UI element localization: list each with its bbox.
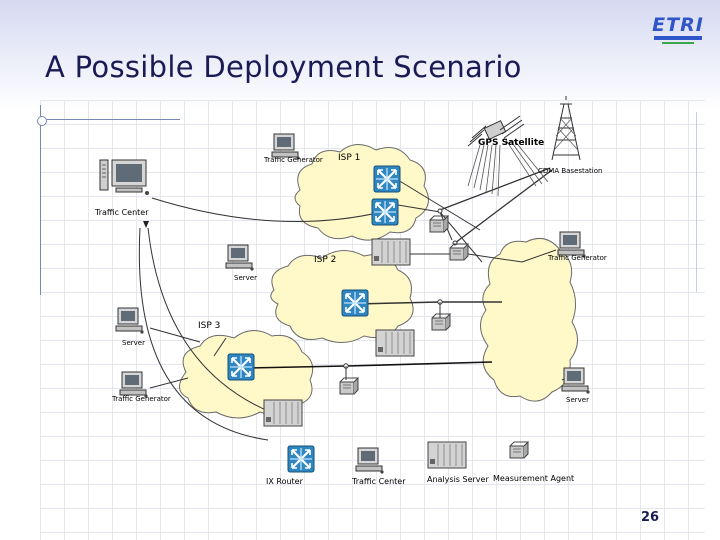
analysis-server-legend-icon bbox=[427, 441, 467, 469]
label-server-left: Server bbox=[122, 339, 145, 347]
analysis-server-isp3b-icon bbox=[263, 399, 303, 427]
gps-satellite-icon bbox=[467, 115, 525, 147]
agent-isp1-b-icon bbox=[449, 243, 469, 261]
label-isp3: ISP 3 bbox=[198, 321, 221, 331]
page-number: 26 bbox=[641, 510, 660, 525]
link-tc-isp1 bbox=[151, 197, 391, 222]
traffic-center-legend-icon bbox=[355, 447, 385, 475]
cdma-tower-icon bbox=[551, 96, 581, 161]
legend-ix-router: IX Router bbox=[266, 477, 303, 486]
label-traffic-center: Traffic Center bbox=[95, 208, 149, 217]
router-isp1-a-icon bbox=[372, 164, 402, 194]
router-isp1-b-icon bbox=[370, 197, 400, 227]
label-isp1: ISP 1 bbox=[338, 153, 361, 163]
label-server-mid: Server bbox=[234, 274, 257, 282]
label-cdma-basestation: CDMA Basestation bbox=[538, 167, 603, 175]
label-traffic-generator-top: Traffic Generator bbox=[264, 156, 323, 164]
label-gps-satellite: GPS Satellite bbox=[478, 138, 545, 148]
server-left-icon bbox=[115, 307, 145, 335]
decor-vertical-line bbox=[40, 105, 41, 295]
etri-logo: ETRI bbox=[650, 14, 706, 44]
traffic-center-icon bbox=[99, 159, 150, 196]
etri-logo-text: ETRI bbox=[652, 14, 704, 36]
analysis-server-isp3-icon bbox=[375, 329, 415, 357]
slide-title: A Possible Deployment Scenario bbox=[45, 50, 522, 84]
logo-bar bbox=[654, 36, 702, 40]
decor-right-line bbox=[696, 112, 697, 292]
decor-horizontal-line bbox=[40, 119, 180, 120]
decor-circle bbox=[37, 116, 47, 126]
agent-isp1-a-icon bbox=[429, 215, 449, 233]
label-server-right: Server bbox=[566, 396, 589, 404]
router-isp2-icon bbox=[340, 288, 370, 318]
core-cloud bbox=[480, 237, 578, 402]
agent-legend-icon bbox=[509, 441, 529, 459]
logo-accent bbox=[662, 42, 694, 44]
server-mid-icon bbox=[225, 244, 255, 272]
legend-measurement-agent: Measurement Agent bbox=[493, 474, 575, 483]
server-right-icon bbox=[561, 367, 591, 395]
router-legend-icon bbox=[286, 444, 316, 474]
agent-isp2-icon bbox=[431, 313, 451, 331]
traffic-generator-left-icon bbox=[119, 371, 149, 399]
header-band bbox=[0, 0, 720, 110]
analysis-server-isp2-icon bbox=[371, 238, 411, 266]
legend-traffic-center: Traffic Center bbox=[352, 477, 406, 486]
legend-analysis-server: Analysis Server bbox=[427, 475, 489, 484]
label-traffic-generator-right: Traffic Generator bbox=[548, 254, 607, 262]
link-tc-isp2 bbox=[147, 227, 293, 421]
agent-isp3-icon bbox=[339, 377, 359, 395]
label-traffic-generator-left: Traffic Generator bbox=[112, 395, 171, 403]
router-isp3-icon bbox=[226, 352, 256, 382]
link-tc-isp3 bbox=[138, 227, 269, 441]
label-isp2: ISP 2 bbox=[314, 255, 337, 265]
